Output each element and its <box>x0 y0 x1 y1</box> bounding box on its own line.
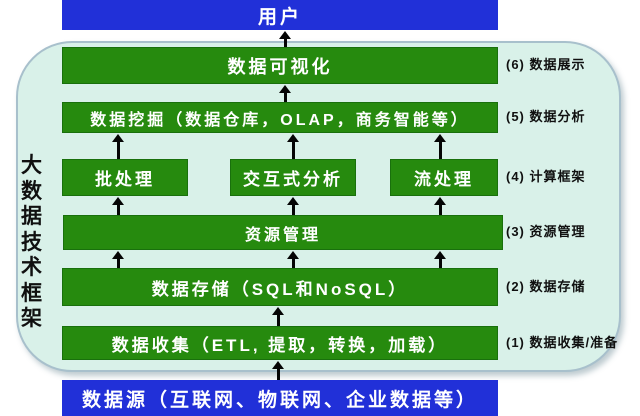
framework-title: 大数据技术框架 <box>21 154 42 330</box>
up-arrow-icon <box>112 197 124 215</box>
annotation-level-1: (1) 数据收集/准备 <box>506 335 619 350</box>
layer-5-data-mining: 数据挖掘（数据仓库，OLAP，商务智能等） <box>62 102 498 133</box>
bottom-bar-data-source: 数据源（互联网、物联网、企业数据等） <box>62 380 498 416</box>
up-arrow-icon <box>272 307 284 326</box>
up-arrow-icon <box>434 251 446 268</box>
box-stream-processing: 流处理 <box>390 159 498 196</box>
top-bar-user: 用户 <box>62 0 498 30</box>
annotation-level-2: (2) 数据存储 <box>506 279 586 294</box>
layer-1-data-collection: 数据收集（ETL, 提取，转换，加载） <box>62 326 498 360</box>
layer-6-data-visualization: 数据可视化 <box>62 47 498 84</box>
up-arrow-icon <box>272 361 284 380</box>
up-arrow-icon <box>434 197 446 215</box>
up-arrow-icon <box>112 251 124 268</box>
annotation-level-3: (3) 资源管理 <box>506 224 586 239</box>
annotation-level-5: (5) 数据分析 <box>506 109 586 124</box>
layer-2-data-storage: 数据存储（SQL和NoSQL） <box>62 268 498 306</box>
annotation-level-6: (6) 数据展示 <box>506 57 586 72</box>
up-arrow-icon <box>434 134 446 159</box>
framework-panel <box>16 41 621 372</box>
up-arrow-icon <box>279 31 291 47</box>
up-arrow-icon <box>287 251 299 268</box>
box-interactive-analysis: 交互式分析 <box>230 159 356 196</box>
up-arrow-icon <box>287 134 299 159</box>
up-arrow-icon <box>279 85 291 102</box>
layer-3-resource-management: 资源管理 <box>63 215 503 250</box>
box-batch-processing: 批处理 <box>62 159 188 196</box>
up-arrow-icon <box>112 134 124 159</box>
up-arrow-icon <box>287 197 299 215</box>
annotation-level-4: (4) 计算框架 <box>506 169 586 184</box>
